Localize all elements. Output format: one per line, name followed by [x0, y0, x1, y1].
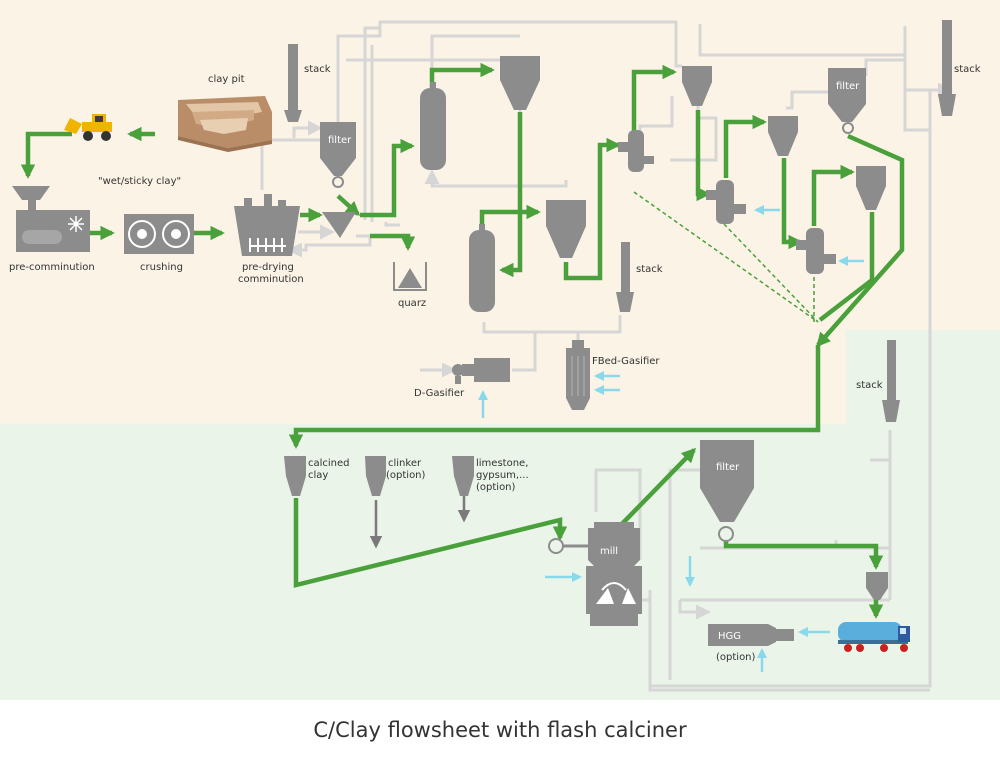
material-flow-dashed: [633, 191, 819, 323]
grinding-zone-band: [0, 424, 1000, 700]
pre-comminution-label: pre-comminution: [9, 262, 95, 273]
clay-pit-label: clay pit: [208, 74, 245, 85]
limestone-label-1: limestone,: [476, 458, 528, 469]
clinker-label-1: clinker: [388, 458, 422, 469]
stack-3: [938, 20, 956, 116]
filter-2: [828, 68, 866, 134]
filter-1: [320, 122, 356, 188]
silo-limestone: [452, 456, 474, 496]
filter-3-label: filter: [716, 462, 740, 473]
hgg-option-label: (option): [716, 652, 756, 663]
stack-2-label: stack: [636, 264, 663, 275]
limestone-label-2: gypsum,...: [476, 470, 529, 481]
cyclone-4: [768, 116, 798, 156]
flowsheet-diagram: clay pit "wet/sticky clay" pre-comminuti…: [0, 0, 1000, 700]
air-inlets: [478, 205, 864, 672]
cyclone-1: [500, 56, 540, 110]
grinding-zone-band-upper: [846, 330, 1000, 424]
additive-feed-arrows: [369, 496, 471, 549]
clay-pit: [178, 96, 272, 152]
calcined-clay-label-2: clay: [308, 470, 328, 481]
riser-column-2: [469, 224, 495, 312]
fbed-gasifier-label: FBed-Gasifier: [592, 356, 660, 367]
filter-3: [700, 440, 754, 542]
cyclone-5: [856, 166, 886, 210]
separator-cone: [322, 212, 356, 238]
quarz-label: quarz: [398, 298, 426, 309]
filter-2-label: filter: [836, 81, 860, 92]
calciner-chamber-2: [706, 180, 746, 224]
calciner-chamber-1: [618, 130, 654, 172]
stack-4-label: stack: [856, 380, 883, 391]
hot-gas-generator: [708, 624, 794, 646]
d-gasifier-label: D-Gasifier: [414, 388, 465, 399]
wet-sticky-clay-label: "wet/sticky clay": [98, 176, 181, 187]
pre-comminution-unit: [12, 186, 90, 252]
pre-drying-label: pre-drying: [242, 262, 294, 273]
silo-calcined-clay: [284, 456, 306, 496]
figure-caption: C/Clay flowsheet with flash calciner: [313, 718, 687, 742]
loading-silo: [866, 572, 888, 600]
loader-vehicle: [64, 114, 112, 141]
stack-3-label: stack: [954, 64, 981, 75]
quarz-bin: [393, 262, 427, 291]
silo-clinker: [365, 456, 386, 496]
stack-1: [284, 44, 302, 122]
material-flow-green: [20, 62, 905, 619]
pre-drying-unit: [234, 194, 300, 256]
crusher-unit: [124, 214, 194, 254]
fbed-gasifier-unit: [566, 340, 590, 410]
calcined-clay-label-1: calcined: [308, 458, 350, 469]
stack-1-label: stack: [304, 64, 331, 75]
tanker-truck: [838, 622, 910, 652]
mill-label: mill: [600, 546, 618, 557]
filter-1-label: filter: [328, 135, 352, 146]
hgg-label: HGG: [718, 631, 741, 642]
vertical-mill: [548, 522, 642, 626]
labels: clay pit "wet/sticky clay" pre-comminuti…: [9, 64, 981, 663]
stack-4: [882, 340, 900, 422]
crushing-label: crushing: [140, 262, 183, 273]
d-gasifier-unit: [452, 358, 510, 384]
comminution-label: comminution: [238, 274, 304, 285]
riser-column-1: [420, 82, 446, 170]
limestone-label-3: (option): [476, 482, 516, 493]
cyclone-2: [546, 200, 586, 258]
clinker-label-2: (option): [386, 470, 426, 481]
calciner-chamber-3: [796, 228, 836, 274]
cyclone-3: [682, 66, 712, 106]
stack-2: [616, 242, 634, 312]
